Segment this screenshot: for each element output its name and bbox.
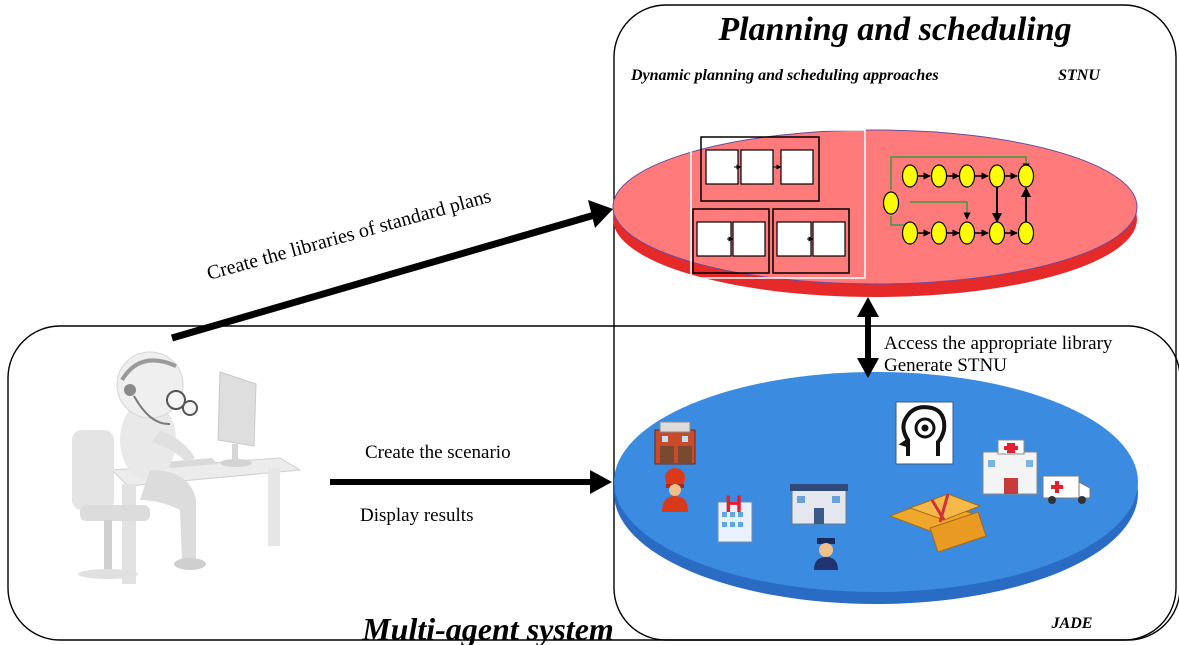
stnu-node <box>1017 221 1035 245</box>
stnu-node <box>988 164 1006 188</box>
generate-stnu-label: Generate STNU <box>884 355 1007 376</box>
planning-scheduling-box <box>613 4 1177 641</box>
create-libraries-arrowhead <box>588 200 613 228</box>
planning-title: Planning and scheduling <box>717 11 1071 48</box>
stnu-node <box>958 221 976 245</box>
hospital-icon: H <box>717 491 753 543</box>
stnu-contingent-link <box>890 156 1027 190</box>
create-scenario-label: Create the scenario <box>365 442 511 463</box>
scenario-arrowhead <box>590 470 612 494</box>
stnu-node <box>930 164 948 188</box>
plan-library <box>690 129 866 279</box>
police-station-icon <box>790 484 848 525</box>
create-libraries-arrow <box>171 210 599 342</box>
clinic-icon <box>982 439 1038 495</box>
library-frame <box>690 129 866 279</box>
plan-template-left <box>692 208 770 274</box>
fire-station-icon <box>654 421 696 465</box>
stnu-node <box>988 221 1006 245</box>
stnu-graph <box>882 156 1035 245</box>
stnu-node <box>901 221 919 245</box>
firefighter-icon <box>662 468 688 512</box>
access-library-label: Access the appropriate library <box>884 333 1113 354</box>
mas-title: Multi-agent system <box>361 611 614 645</box>
stnu-node <box>901 164 919 188</box>
planning-subtitle: Dynamic planning and scheduling approach… <box>630 67 939 84</box>
stnu-tag: STNU <box>1058 67 1101 84</box>
create-libraries-label: Create the libraries of standard plans <box>204 185 493 285</box>
police-officer-icon <box>814 538 838 570</box>
svg-text:H: H <box>725 491 742 518</box>
multi-agent-system-box <box>7 325 1179 641</box>
stnu-node <box>882 191 900 215</box>
stnu-node <box>958 164 976 188</box>
stnu-node <box>930 221 948 245</box>
plan-template-top <box>700 136 820 202</box>
ai-brain-icon <box>895 401 954 465</box>
jade-tag: JADE <box>1051 615 1093 632</box>
operator-at-desk-icon <box>72 351 302 584</box>
stnu-node <box>1017 164 1035 188</box>
stnu-contingent-link <box>890 216 907 226</box>
plan-template-right <box>772 208 850 274</box>
display-results-label: Display results <box>360 505 473 526</box>
ambulance-icon <box>1042 475 1091 504</box>
camp-tents-icon <box>888 493 987 553</box>
